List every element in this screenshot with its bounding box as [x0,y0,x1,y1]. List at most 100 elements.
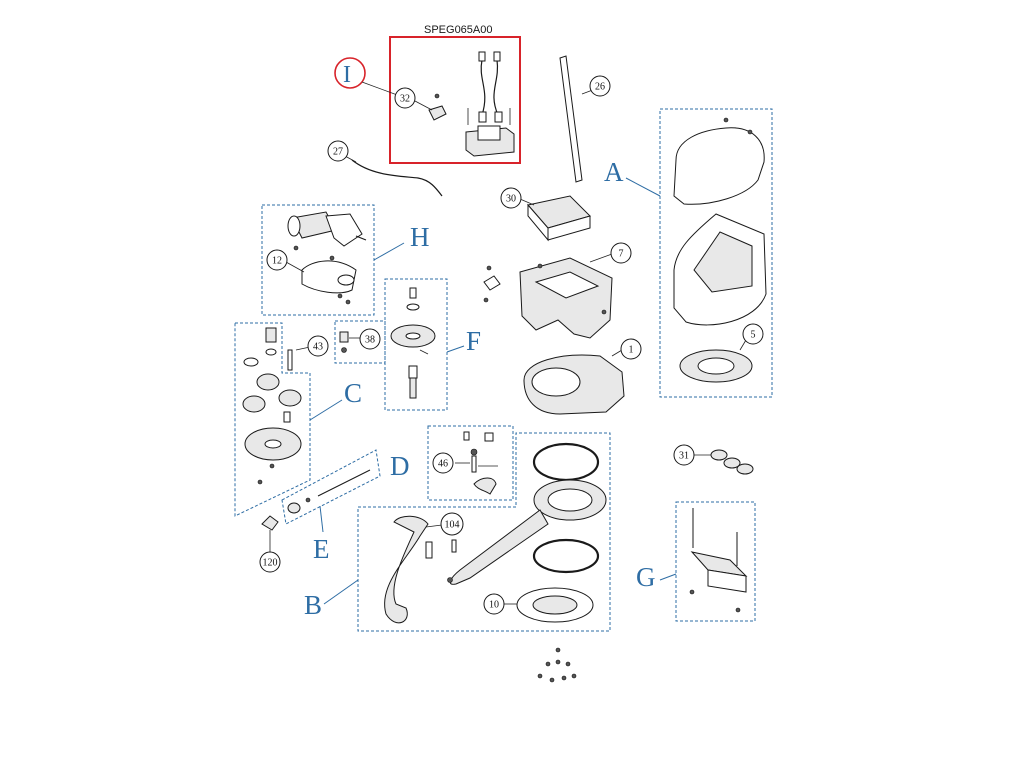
screw-6 [549,677,555,683]
part-26-strip: 26 [559,55,611,183]
curved-arm-104 [384,515,429,624]
e-knob [287,502,301,514]
bolt-43 [287,349,293,371]
d-shaft [471,455,477,473]
svg-text:46: 46 [438,459,448,470]
c-washer-1 [265,348,277,356]
pinion-washer [341,347,347,353]
callout-31: 31 [673,444,695,466]
callout-46: 46 [432,452,454,474]
shaft-upper [408,365,418,379]
group-i: SPEG065A00 I 32 [334,24,521,164]
group-label-f: F [466,326,481,356]
encoder-disc-center [532,595,578,615]
cover-screw-2 [747,129,753,135]
motor-screw-1 [293,245,299,251]
shaft-lower [409,377,417,399]
terminal-screw [434,93,440,99]
callout-120: 120 [259,551,281,573]
callout-32: 32 [394,87,416,109]
o-ring-upper [532,442,600,482]
bracket-nut [689,589,695,595]
ring-gear-bore [547,488,593,512]
d-block [484,432,494,442]
svg-text:32: 32 [400,94,410,105]
d-cam [470,448,478,456]
screw-8 [571,673,577,679]
svg-text:30: 30 [506,194,516,205]
part-120: 120 [259,515,281,573]
svg-text:5: 5 [751,330,756,341]
svg-text:120: 120 [263,558,278,569]
d-sector [473,477,497,495]
group-c: C 43 [234,322,362,517]
group-label-h: H [410,222,430,252]
c-gear-3 [278,389,302,407]
terminal-block-32 [428,105,447,121]
cap-1 [710,449,728,461]
part-7-inner-frame: 7 [483,242,632,339]
callout-1-leader [611,349,623,357]
motor-screw-4 [345,299,351,305]
group-e-leader [319,505,324,533]
part-120-body [261,515,279,531]
callout-30: 30 [500,187,522,209]
group-d: D 46 [390,425,514,501]
harness-wire-1 [480,59,486,116]
kit-code-label: SPEG065A00 [424,24,493,36]
group-label-c: C [344,378,362,408]
c-washer-2 [243,357,259,367]
group-label-a: A [604,157,624,187]
gasket-hole [337,274,355,286]
group-f-box-left [334,320,386,364]
shaft-top [409,287,417,299]
e-shaft [317,469,371,497]
group-i-leader [361,81,401,97]
svg-text:31: 31 [679,451,689,462]
callout-104-leader [425,524,443,528]
group-h: H 12 [261,204,430,316]
callout-26: 26 [589,75,611,97]
group-label-b: B [304,590,322,620]
group-label-e: E [313,534,330,564]
washer [406,303,420,311]
group-a: A 5 [604,108,773,398]
c-carrier-hub [264,439,282,449]
motor-lead [355,235,367,241]
large-gear-hub [405,332,421,340]
cable-27 [351,159,443,197]
c-gear-2 [242,395,266,413]
group-g-box [675,501,756,622]
screw-set [537,647,577,683]
part-27-cable: 27 [327,140,443,197]
svg-text:7: 7 [619,249,624,260]
o-ring-lower [532,538,600,574]
group-h-leader [373,242,405,261]
group-f: F 38 [334,278,481,411]
group-i-ring [334,57,366,89]
b-pin [425,541,433,559]
group-label-d: D [390,451,410,481]
c-gear-1 [256,373,280,391]
svg-text:10: 10 [489,600,499,611]
housing-interior [693,231,753,293]
cover-top [673,127,765,205]
group-a-leader [625,177,661,197]
limit-switch [483,275,501,291]
pin [419,349,429,355]
harness-connector-4 [494,111,503,123]
callout-43: 43 [307,335,329,357]
cover-screw-1 [723,117,729,123]
frame-screw [537,263,543,269]
seal-disc-center [697,357,735,375]
callout-32-leader [414,100,433,111]
svg-text:104: 104 [445,520,460,531]
part-31-caps: 31 [673,444,754,475]
bracket-screw [735,607,741,613]
svg-text:12: 12 [272,256,282,267]
harness-connector-3 [478,111,487,123]
callout-27-leader [344,155,357,163]
group-b-leader [323,579,359,605]
frame-top-cavity [534,271,600,299]
